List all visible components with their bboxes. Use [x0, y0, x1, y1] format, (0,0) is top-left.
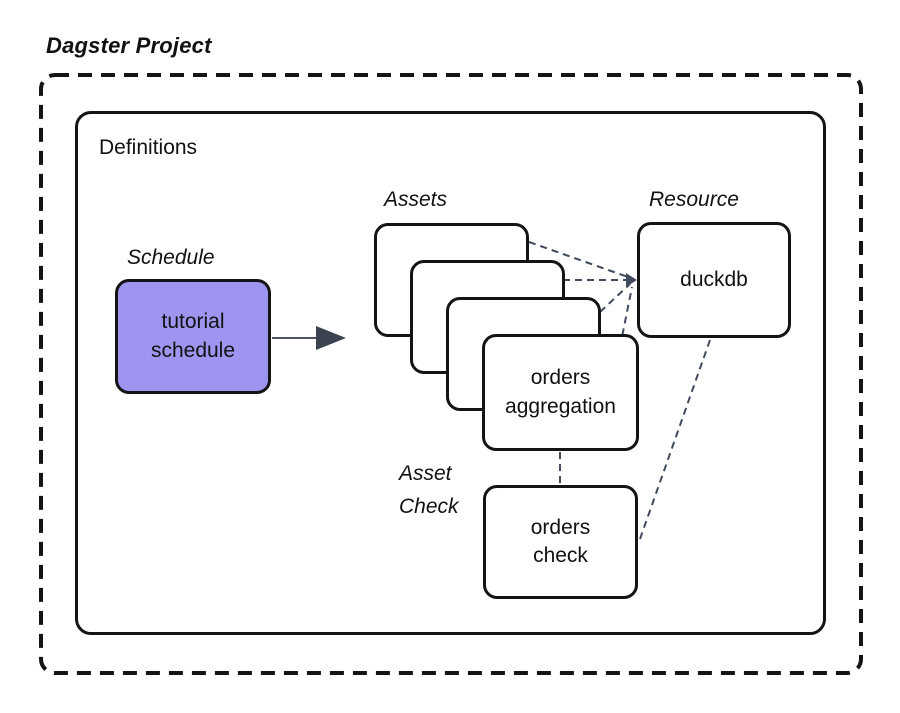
duckdb-connector-arrowhead-icon	[626, 273, 637, 287]
asset-check-section-label: Asset Check	[399, 462, 459, 518]
schedule-section-label: Schedule	[127, 246, 215, 269]
duckdb-node: duckdb	[637, 222, 791, 338]
schedule-to-assets-arrowhead-icon	[316, 326, 346, 350]
duckdb-to-check-connector	[639, 339, 711, 540]
asset1-to-duckdb-connector	[528, 241, 629, 278]
diagram-title: Dagster Project	[46, 33, 212, 58]
project-dashed-border	[39, 73, 863, 675]
resource-section-label: Resource	[649, 188, 739, 211]
assets-section-label: Assets	[384, 188, 448, 211]
asset4-to-duckdb-connector	[619, 286, 633, 348]
tutorial-schedule-node: tutorial schedule	[115, 279, 271, 394]
definitions-label: Definitions	[99, 136, 198, 159]
orders-check-node: orders check	[483, 485, 638, 599]
asset3-to-duckdb-connector	[599, 283, 631, 313]
orders-aggregation-node: orders aggregation	[482, 334, 639, 451]
